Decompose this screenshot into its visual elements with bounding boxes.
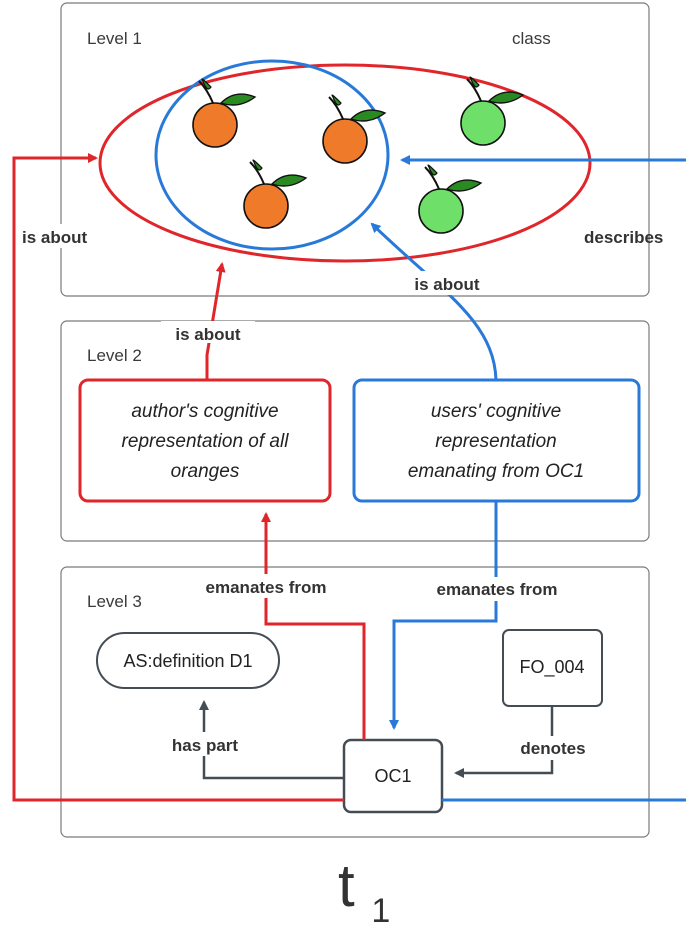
red-emanates-arrow xyxy=(261,512,366,740)
orange-icon xyxy=(322,94,387,164)
emanates-from-red-label: emanates from xyxy=(206,578,327,597)
is-about-red-label: is about xyxy=(175,325,241,344)
describes-label: describes xyxy=(584,228,663,247)
has-part-arrow xyxy=(199,700,344,780)
has-part-label: has part xyxy=(172,736,238,755)
author-box-line-2: representation of all xyxy=(122,431,290,452)
is-about-left-label: is about xyxy=(22,228,88,247)
users-box-line-1: users' cognitive xyxy=(431,401,561,422)
green-apple-icon xyxy=(460,76,525,146)
definition-node-label: AS:definition D1 xyxy=(123,651,252,671)
emanates-from-blue-label: emanates from xyxy=(437,580,558,599)
author-representation-box xyxy=(78,378,332,503)
definition-node xyxy=(96,632,280,689)
class-ellipse xyxy=(98,63,592,263)
users-box-line-2: representation xyxy=(435,431,556,452)
denotes-label: denotes xyxy=(520,739,585,758)
oc1-node xyxy=(342,738,444,814)
level-3-label: Level 3 xyxy=(87,592,142,611)
class-label: class xyxy=(512,29,551,48)
red-is-about-outer-arrow xyxy=(12,153,344,802)
time-label: t 1 xyxy=(338,852,390,925)
fo-node-label: FO_004 xyxy=(519,657,584,678)
red-is-about-arrow xyxy=(205,262,226,380)
time-subscript: 1 xyxy=(371,892,390,925)
orange-icon xyxy=(243,159,308,229)
author-box-line-1: author's cognitive xyxy=(131,401,278,422)
subclass-ellipse xyxy=(154,59,390,251)
oc1-node-label: OC1 xyxy=(374,766,411,786)
orange-icon xyxy=(192,78,257,148)
author-box-line-3: oranges xyxy=(171,461,240,482)
level-2-label: Level 2 xyxy=(87,346,142,365)
is-about-blue-label: is about xyxy=(414,275,480,294)
time-letter: t xyxy=(338,852,355,919)
users-box-line-3: emanating from OC1 xyxy=(408,461,584,482)
green-apple-icon xyxy=(418,164,483,234)
blue-is-about-arrow xyxy=(370,222,498,381)
blue-emanates-arrow xyxy=(389,501,498,730)
level-1-label: Level 1 xyxy=(87,29,142,48)
denotes-arrow xyxy=(454,706,554,778)
